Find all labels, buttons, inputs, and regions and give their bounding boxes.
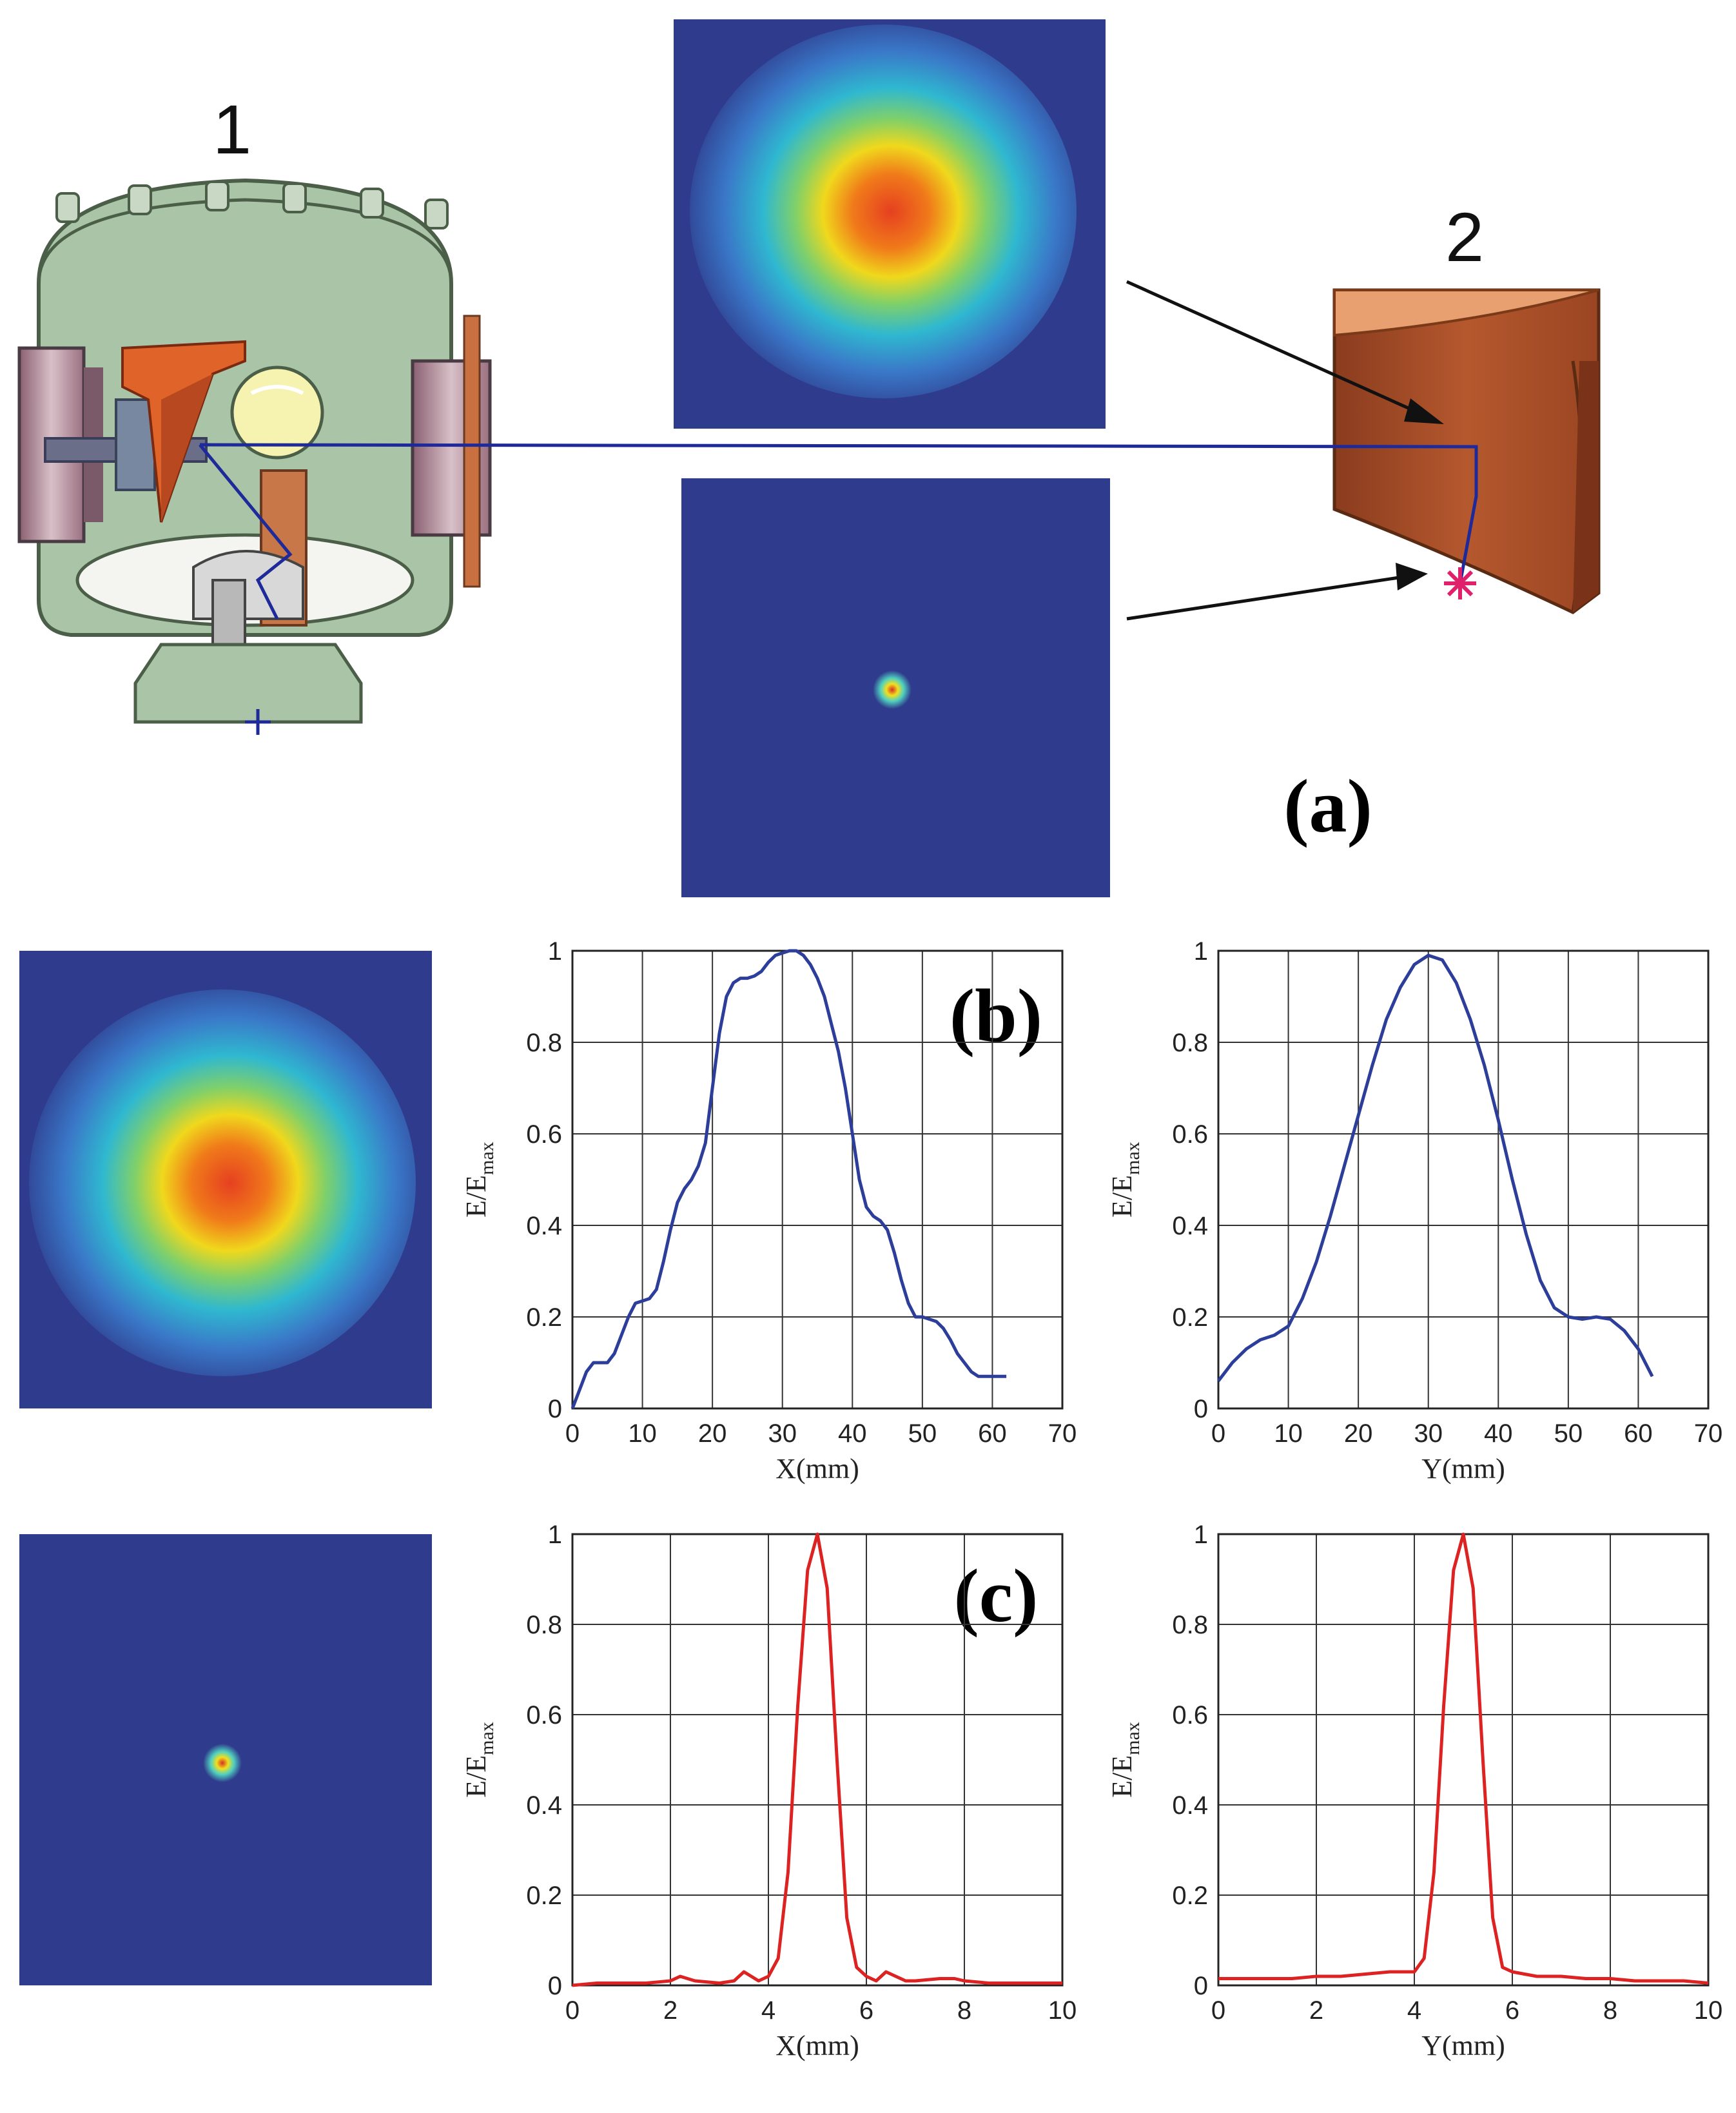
x-tick-label: 0 xyxy=(1211,1419,1225,1448)
y-axis-label: E/Emax xyxy=(460,1142,498,1218)
x-tick-label: 70 xyxy=(1694,1419,1723,1448)
y-tick-label: 0.2 xyxy=(526,1882,562,1910)
y-tick-label: 0.8 xyxy=(526,1029,562,1057)
x-tick-label: 70 xyxy=(1048,1419,1077,1448)
y-tick-label: 0 xyxy=(1194,1972,1208,2000)
x-axis-label: Y(mm) xyxy=(1421,2030,1505,2061)
y-tick-label: 0.6 xyxy=(1172,1120,1208,1149)
y-tick-label: 0.8 xyxy=(1172,1029,1208,1057)
x-tick-label: 2 xyxy=(1309,1996,1323,2025)
y-tick-label: 0 xyxy=(548,1972,562,2000)
chart-4: 0 2 4 6 8 10 0 0.2 0.4 0.6 0.8 1Y(mm) E/Emax xyxy=(1106,1521,1722,2061)
series-line xyxy=(571,949,1007,1409)
x-tick-label: 40 xyxy=(1484,1419,1513,1448)
x-tick-label: 0 xyxy=(565,1996,580,2025)
x-axis-label: Y(mm) xyxy=(1421,1453,1505,1485)
series-line xyxy=(1217,953,1654,1382)
x-tick-label: 2 xyxy=(663,1996,678,2025)
field-map-wide-a xyxy=(674,19,1106,429)
x-tick-label: 60 xyxy=(978,1419,1007,1448)
y-tick-label: 1 xyxy=(548,1521,562,1549)
field-map-focus-a xyxy=(681,478,1110,897)
vacuum-chamber-drawing xyxy=(17,178,492,735)
y-tick-label: 0.6 xyxy=(526,1120,562,1149)
x-tick-label: 6 xyxy=(1505,1996,1519,2025)
x-tick-label: 10 xyxy=(1048,1996,1077,2025)
y-axis-label: E/Emax xyxy=(460,1722,498,1798)
chamber-number-label: 1 xyxy=(213,90,251,168)
x-tick-label: 30 xyxy=(768,1419,797,1448)
x-tick-label: 4 xyxy=(761,1996,775,2025)
y-tick-label: 0.4 xyxy=(526,1212,562,1240)
arrow-to-focus xyxy=(1126,563,1428,621)
x-tick-label: 0 xyxy=(565,1419,580,1448)
x-tick-label: 20 xyxy=(1344,1419,1373,1448)
y-tick-label: 0.2 xyxy=(526,1303,562,1332)
field-map-focus-c xyxy=(19,1534,432,1985)
y-tick-label: 0 xyxy=(548,1395,562,1423)
x-axis-label: X(mm) xyxy=(775,2030,859,2061)
x-tick-label: 60 xyxy=(1624,1419,1653,1448)
chart-2: 0 10 20 30 40 50 60 70 0 0.2 0.4 0.6 0.8 1Y(mm) E/Emax xyxy=(1106,937,1722,1485)
x-tick-label: 8 xyxy=(1603,1996,1617,2025)
x-tick-label: 10 xyxy=(1274,1419,1303,1448)
x-tick-label: 50 xyxy=(1554,1419,1583,1448)
x-tick-label: 10 xyxy=(1694,1996,1723,2025)
series-line xyxy=(1218,1532,1709,1985)
series-line xyxy=(572,1532,1062,1987)
y-tick-label: 0.4 xyxy=(1172,1212,1208,1240)
y-tick-label: 1 xyxy=(1194,937,1208,966)
chart-1: 0 10 20 30 40 50 60 70 0 0.2 0.4 0.6 0.8 1X(mm) E/Emax xyxy=(460,937,1077,1485)
y-tick-label: 0.8 xyxy=(1172,1611,1208,1639)
panel-label-b: (b) xyxy=(950,973,1042,1058)
x-tick-label: 6 xyxy=(859,1996,873,2025)
x-tick-label: 40 xyxy=(838,1419,867,1448)
field-map-wide-b xyxy=(19,951,432,1408)
plot-frame xyxy=(1217,1533,1710,1987)
x-tick-label: 20 xyxy=(698,1419,727,1448)
focus-marker xyxy=(1444,567,1476,599)
y-tick-label: 0.6 xyxy=(1172,1701,1208,1729)
y-tick-label: 1 xyxy=(1194,1521,1208,1549)
y-tick-label: 0.2 xyxy=(1172,1303,1208,1332)
panel-label-a: (a) xyxy=(1283,764,1372,848)
arrow-to-mirror-surface xyxy=(1126,280,1444,424)
y-axis-label: E/Emax xyxy=(1106,1142,1144,1218)
x-tick-label: 30 xyxy=(1414,1419,1443,1448)
chart-3: 0 2 4 6 8 10 0 0.2 0.4 0.6 0.8 1X(mm) E/Emax xyxy=(460,1521,1077,2061)
y-tick-label: 0.6 xyxy=(526,1701,562,1729)
plot-frame xyxy=(1217,949,1710,1410)
beam-path xyxy=(199,443,1478,620)
panel-label-c: (c) xyxy=(954,1553,1039,1638)
copper-mirror-drawing xyxy=(1332,288,1601,614)
y-tick-label: 0 xyxy=(1194,1395,1208,1423)
x-tick-label: 50 xyxy=(908,1419,937,1448)
y-tick-label: 0.2 xyxy=(1172,1882,1208,1910)
mirror-number-label: 2 xyxy=(1445,198,1484,276)
y-tick-label: 1 xyxy=(548,937,562,966)
y-tick-label: 0.4 xyxy=(526,1791,562,1820)
x-tick-label: 0 xyxy=(1211,1996,1225,2025)
y-tick-label: 0.8 xyxy=(526,1611,562,1639)
plot-frame xyxy=(571,949,1064,1410)
y-axis-label: E/Emax xyxy=(1106,1722,1144,1798)
x-tick-label: 4 xyxy=(1407,1996,1421,2025)
x-tick-label: 10 xyxy=(628,1419,657,1448)
y-tick-label: 0.4 xyxy=(1172,1791,1208,1820)
x-axis-label: X(mm) xyxy=(775,1453,859,1485)
x-tick-label: 8 xyxy=(957,1996,971,2025)
